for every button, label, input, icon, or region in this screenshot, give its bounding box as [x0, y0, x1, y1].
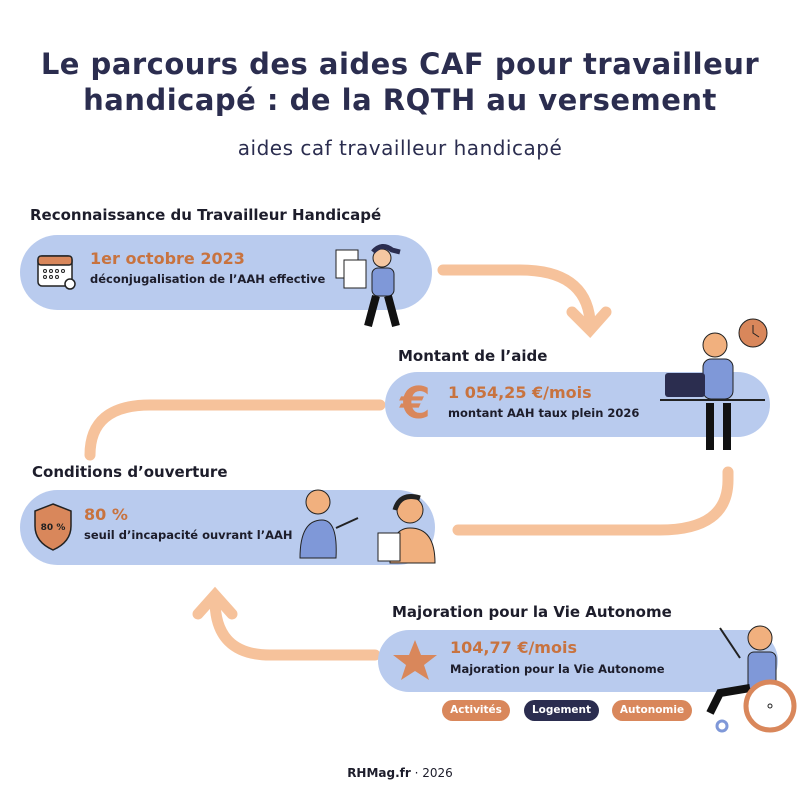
footer-separator: · [410, 766, 423, 780]
step-3-card [20, 490, 435, 565]
page-title: Le parcours des aides CAF pour travaille… [0, 46, 800, 118]
step-2-value: 1 054,25 €/mois [448, 383, 592, 402]
arrow-4 [209, 594, 381, 661]
step-1-value: 1er octobre 2023 [90, 249, 245, 268]
tag-logement: Logement [524, 700, 599, 721]
shield-icon: 80 % [34, 503, 72, 551]
wheelchair-person-illustration [706, 625, 797, 733]
calendar-icon [37, 255, 76, 290]
footer-year: 2026 [422, 766, 453, 780]
step-4-card [378, 630, 778, 692]
euro-icon: € [400, 378, 431, 429]
subtitle: aides caf travailleur handicapé [237, 136, 563, 160]
person-documents-illustration [335, 244, 401, 328]
arrow-3 [84, 399, 386, 461]
tag-autonomie: Autonomie [612, 700, 692, 721]
step-4-label: Majoration pour la Vie Autonome [392, 603, 672, 621]
tag-activites: Activités [442, 700, 510, 721]
step-3-label: Conditions d’ouverture [32, 463, 228, 481]
arrow-4-head [192, 586, 238, 620]
arrow-1-head [566, 306, 612, 339]
step-3-value: 80 % [84, 505, 128, 524]
step-2-desc: montant AAH taux plein 2026 [448, 406, 640, 420]
step-1-desc: déconjugalisation de l’AAH effective [90, 272, 326, 286]
step-2-label: Montant de l’aide [398, 347, 548, 365]
footer: RHMag.fr · 2026 [0, 766, 800, 780]
people-discussion-illustration [299, 489, 436, 564]
footer-brand: RHMag.fr [347, 766, 411, 780]
shield-badge: 80 % [41, 523, 66, 533]
person-laptop-illustration [660, 318, 768, 450]
step-4-value: 104,77 €/mois [450, 638, 577, 657]
step-1-label: Reconnaissance du Travailleur Handicapé [30, 206, 382, 224]
star-icon [393, 640, 437, 680]
title-line-1: Le parcours des aides CAF pour travaille… [40, 47, 760, 81]
arrow-2 [452, 466, 734, 536]
step-4-desc: Majoration pour la Vie Autonome [450, 662, 665, 676]
title-line-2: handicapé : de la RQTH au versement [83, 83, 717, 117]
arrow-1 [437, 264, 596, 326]
step-3-desc: seuil d’incapacité ouvrant l’AAH [84, 528, 293, 542]
